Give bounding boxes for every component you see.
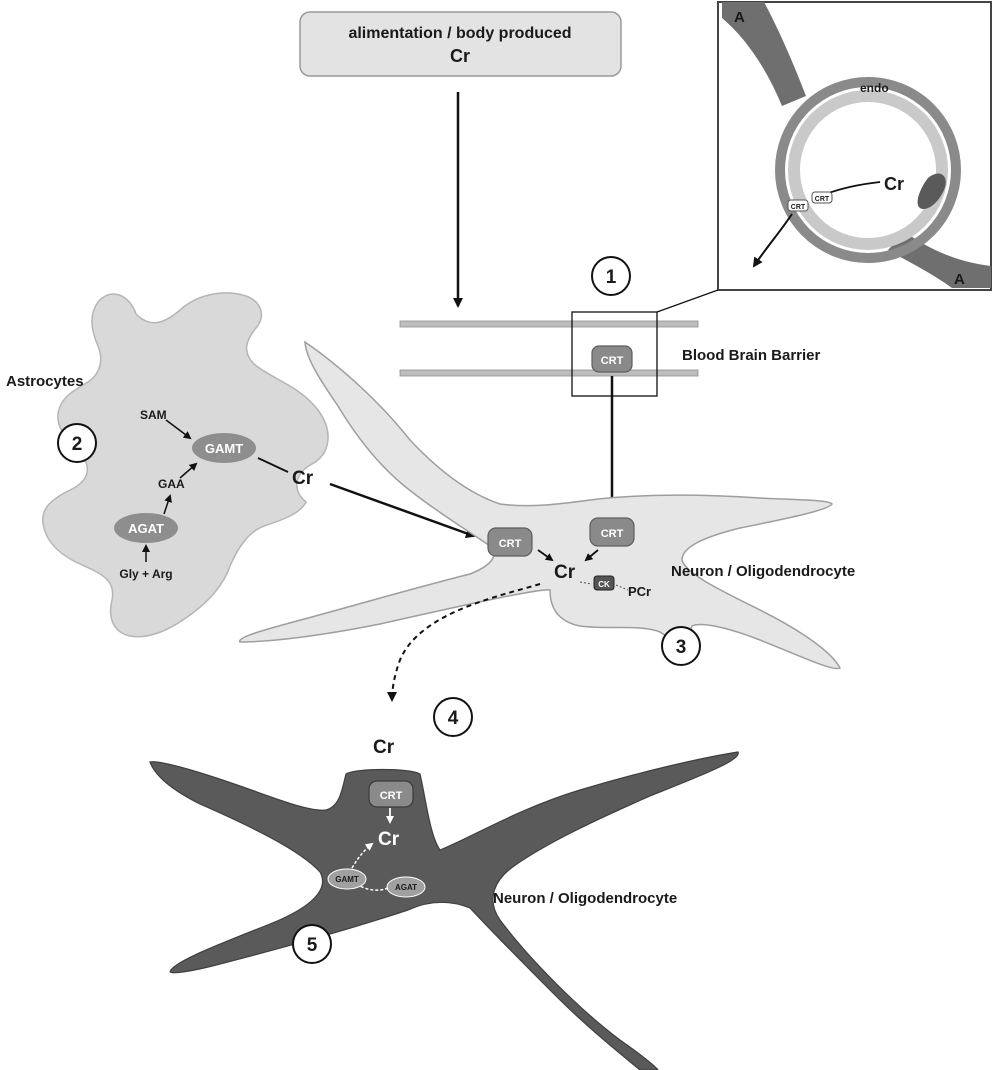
svg-text:AGAT: AGAT bbox=[395, 883, 417, 892]
inset-crt-2 bbox=[811, 191, 833, 204]
svg-text:GAMT: GAMT bbox=[335, 875, 359, 884]
bbb-crt bbox=[591, 345, 633, 373]
svg-text:CRT: CRT bbox=[380, 790, 403, 802]
neuron-lower-agat bbox=[386, 876, 426, 898]
blood-brain-barrier: CRT Blood Brain Barrier bbox=[399, 311, 821, 397]
gaa-arrow bbox=[179, 462, 198, 479]
astrocyte-gamt bbox=[192, 433, 256, 463]
astrocyte-gly-arg: Gly + Arg bbox=[119, 567, 172, 581]
svg-text:GAMT: GAMT bbox=[205, 441, 243, 456]
svg-text:2: 2 bbox=[72, 434, 83, 455]
svg-text:CRT: CRT bbox=[499, 538, 522, 550]
svg-text:CRT: CRT bbox=[601, 355, 624, 367]
neuron-lower-cell bbox=[149, 751, 739, 1070]
astrocyte-cell bbox=[41, 292, 329, 638]
astrocyte-to-neuron-arrow bbox=[329, 482, 476, 538]
svg-text:5: 5 bbox=[307, 935, 318, 956]
svg-text:3: 3 bbox=[676, 637, 687, 658]
astrocyte-gaa: GAA bbox=[158, 477, 185, 491]
neuron-upper-crt-right bbox=[589, 517, 635, 547]
bbb-label: Blood Brain Barrier bbox=[682, 347, 821, 364]
neuron-lower-cr: Cr bbox=[378, 829, 400, 850]
inset-endo-label: endo bbox=[860, 81, 889, 95]
endothelial-nucleus bbox=[917, 173, 946, 210]
step-5: 5 bbox=[292, 924, 332, 964]
agat-to-gamt-link bbox=[359, 885, 389, 891]
capillary-wall bbox=[775, 77, 961, 263]
svg-text:CRT: CRT bbox=[791, 204, 806, 211]
step-2: 2 bbox=[57, 423, 97, 463]
neuron-upper-cr: Cr bbox=[554, 562, 576, 583]
astrocyte-agat bbox=[114, 513, 178, 543]
inset-cr-label: Cr bbox=[884, 174, 904, 194]
neuron-upper-pcr: PCr bbox=[628, 584, 651, 599]
inset-crt-1 bbox=[787, 199, 809, 212]
neuron-lower-crt bbox=[368, 780, 414, 808]
sam-arrow bbox=[165, 419, 192, 440]
svg-text:4: 4 bbox=[448, 708, 459, 729]
step-3: 3 bbox=[661, 626, 701, 666]
svg-text:1: 1 bbox=[606, 267, 617, 288]
astrocyte-cr: Cr bbox=[292, 468, 314, 489]
transfer-dashed-arrow bbox=[387, 583, 541, 702]
svg-text:CRT: CRT bbox=[601, 528, 624, 540]
endothelium-ring bbox=[788, 90, 948, 250]
svg-text:CK: CK bbox=[598, 580, 610, 589]
inset-exit-arrow bbox=[752, 213, 793, 268]
neuron-lower-gamt bbox=[327, 868, 367, 890]
neuron-upper-label: Neuron / Oligodendrocyte bbox=[671, 563, 855, 580]
gamt-to-cr-link bbox=[351, 842, 374, 869]
neuron-lower-label: Neuron / Oligodendrocyte bbox=[493, 890, 677, 907]
astrocyte-title: Astrocytes bbox=[6, 373, 84, 390]
astrocyte-sam: SAM bbox=[140, 408, 167, 422]
svg-text:CRT: CRT bbox=[815, 196, 830, 203]
inset-a-bottom: A bbox=[954, 271, 965, 288]
gamt-to-cr-line bbox=[257, 457, 289, 473]
inset-panel: A A endo Cr CRT CRT bbox=[717, 1, 992, 291]
neuron-upper-crt-left bbox=[487, 527, 533, 557]
inset-a-top: A bbox=[734, 9, 745, 26]
source-box-line2: Cr bbox=[450, 46, 470, 66]
crt-left-to-cr-arrow bbox=[537, 549, 554, 562]
source-box: alimentation / body produced Cr bbox=[299, 11, 622, 77]
agat-to-gaa-arrow bbox=[163, 494, 172, 515]
step-4: 4 bbox=[433, 697, 473, 737]
step-1: 1 bbox=[591, 256, 631, 296]
svg-text:AGAT: AGAT bbox=[128, 521, 164, 536]
source-box-line1: alimentation / body produced bbox=[348, 25, 571, 42]
astrocyte-endfoot-top bbox=[722, 2, 806, 106]
transfer-cr: Cr bbox=[373, 737, 395, 758]
crt-right-to-cr-arrow bbox=[584, 549, 599, 562]
neuron-upper-cell bbox=[239, 340, 841, 670]
neuron-upper-ck bbox=[593, 575, 615, 591]
bbb-zoom-frame bbox=[571, 311, 658, 397]
zoom-connector-top bbox=[656, 289, 719, 313]
